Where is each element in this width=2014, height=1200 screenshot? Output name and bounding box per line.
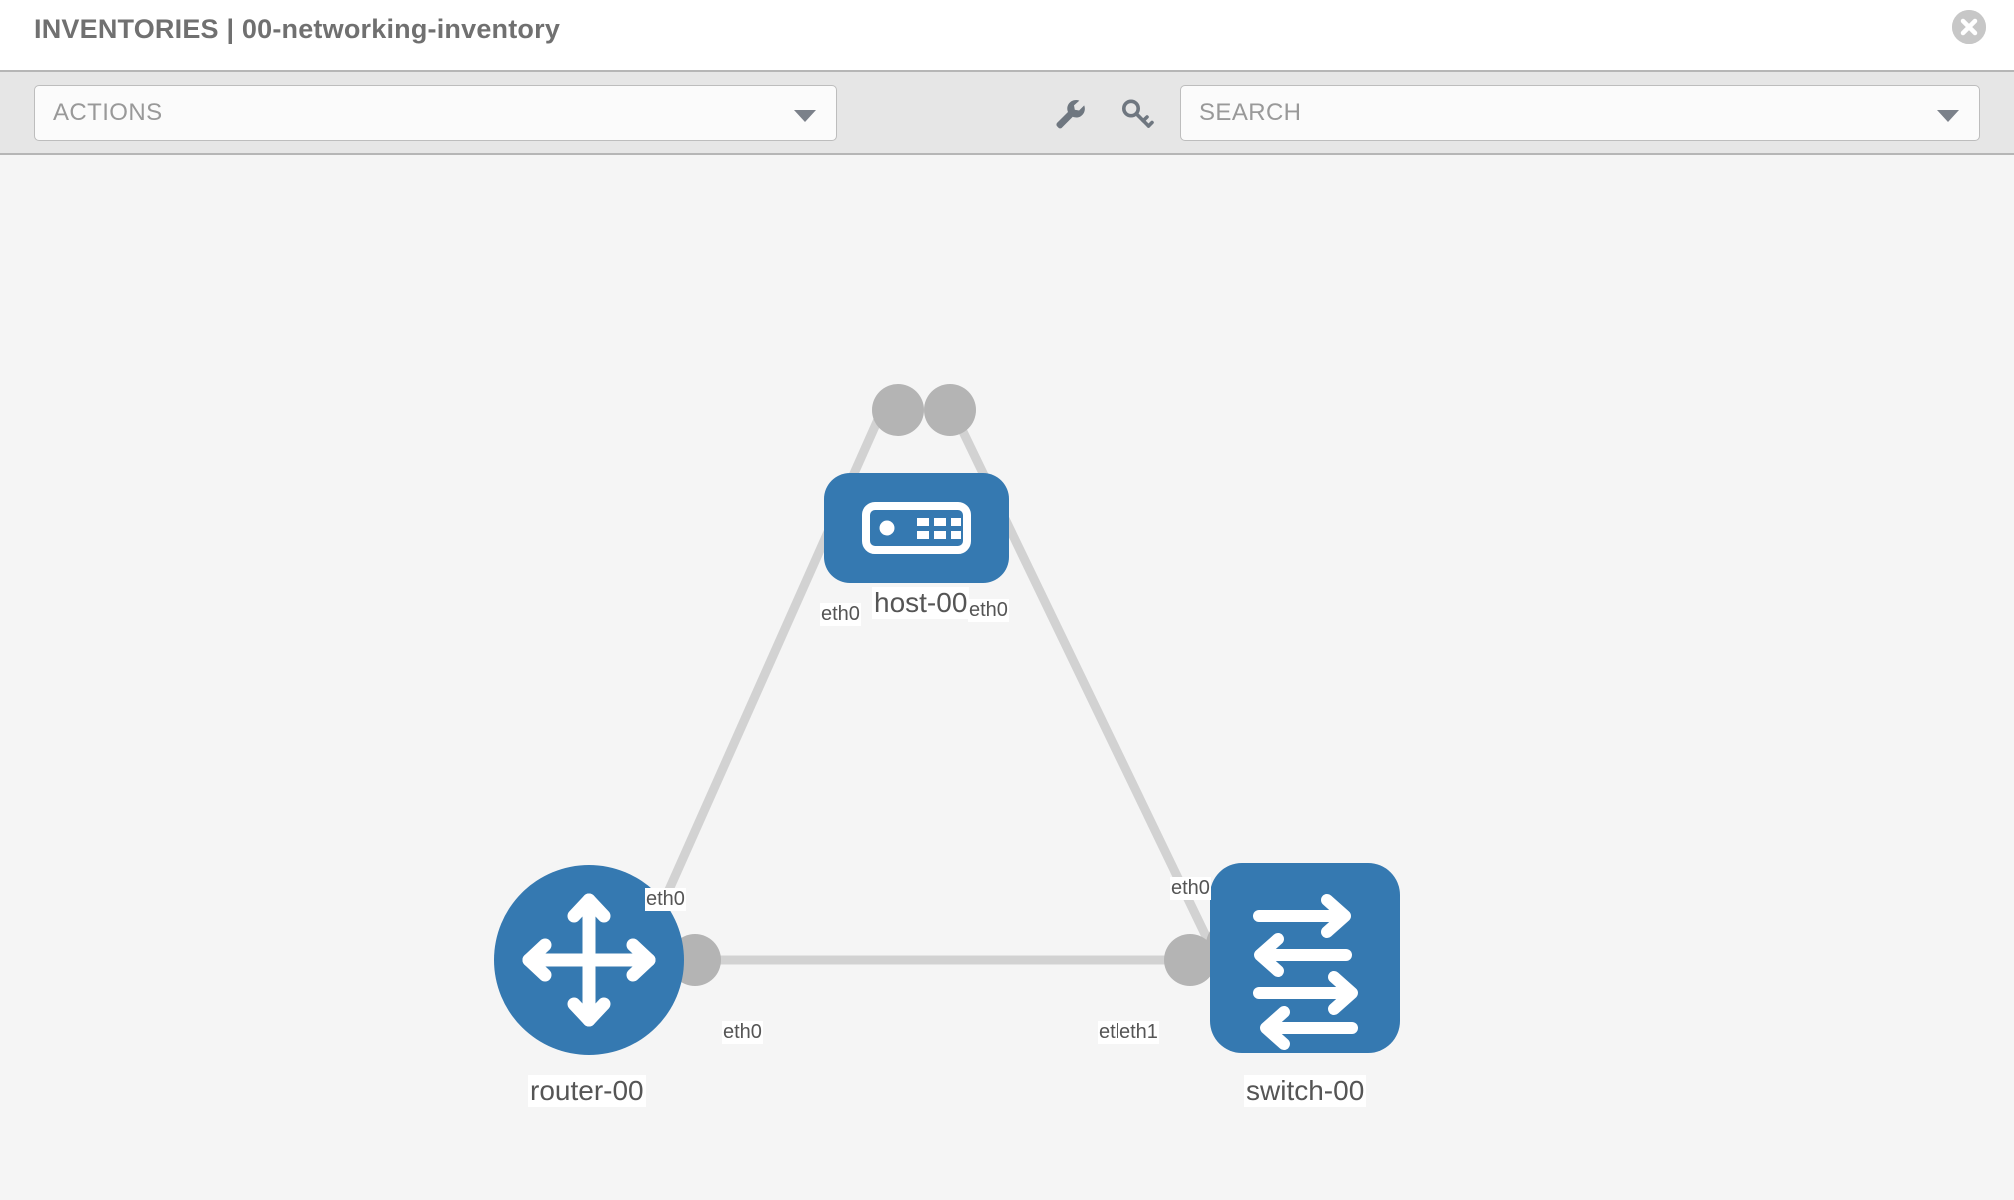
switch-icon xyxy=(1253,894,1358,1050)
page-header: INVENTORIES | 00-networking-inventory xyxy=(0,0,2014,70)
toolbar: ACTIONS SEARCH xyxy=(0,70,2014,155)
iface-label-router-eth0-up: eth0 xyxy=(645,888,686,911)
search-chevron-down-icon[interactable] xyxy=(1937,110,1959,122)
chevron-down-icon xyxy=(794,110,816,122)
router-icon xyxy=(522,893,656,1027)
topology-canvas[interactable]: host-00 router-00 switch-00 eth0 eth0 et… xyxy=(0,155,2014,1200)
search-placeholder: SEARCH xyxy=(1199,99,1302,126)
iface-label-host-eth0-right: eth0 xyxy=(968,599,1009,622)
actions-dropdown-label: ACTIONS xyxy=(53,99,163,126)
iface-label-router-eth0-side: eth0 xyxy=(722,1021,763,1044)
connector-switch-left xyxy=(1164,934,1216,986)
node-switch-00 xyxy=(1210,863,1400,1053)
page-title: INVENTORIES | 00-networking-inventory xyxy=(34,14,561,44)
server-icon xyxy=(862,502,971,554)
node-label-host-00[interactable]: host-00 xyxy=(872,587,970,619)
topology-graph xyxy=(494,384,1400,1055)
node-host-00 xyxy=(824,473,1009,583)
node-label-switch-00[interactable]: switch-00 xyxy=(1244,1075,1367,1107)
iface-label-host-eth0-left: eth0 xyxy=(820,603,861,626)
connector-host-left xyxy=(872,384,924,436)
close-icon[interactable] xyxy=(1952,10,1986,44)
key-icon[interactable] xyxy=(1117,94,1157,134)
iface-label-switch-eth0-up: eth0 xyxy=(1170,877,1211,900)
search-input[interactable]: SEARCH xyxy=(1180,85,1980,141)
node-label-router-00[interactable]: router-00 xyxy=(528,1075,646,1107)
connector-host-right xyxy=(924,384,976,436)
node-router-00 xyxy=(494,865,684,1055)
wrench-icon[interactable] xyxy=(1050,94,1090,134)
iface-label-switch-eth1-side: eth1 xyxy=(1118,1021,1159,1044)
actions-dropdown[interactable]: ACTIONS xyxy=(34,85,837,141)
